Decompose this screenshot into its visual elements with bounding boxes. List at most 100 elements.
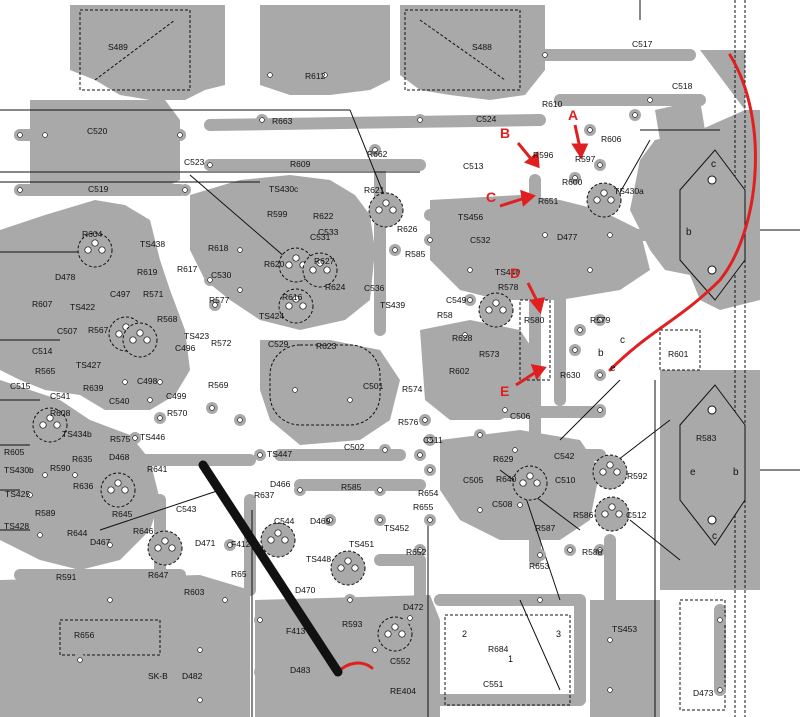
component-label: R622 bbox=[313, 211, 334, 221]
ts434b-body bbox=[679, 384, 746, 546]
power-transistors bbox=[679, 149, 746, 546]
component-label: R647 bbox=[148, 570, 169, 580]
component-label: R587 bbox=[535, 523, 556, 533]
s488-switch bbox=[419, 19, 506, 81]
component-label: R637 bbox=[254, 490, 275, 500]
trace bbox=[434, 594, 586, 706]
arrow-c bbox=[499, 196, 526, 208]
wire bbox=[629, 519, 681, 561]
solder-pad bbox=[168, 544, 176, 552]
component-label: R574 bbox=[402, 384, 423, 394]
component-label: TS424 bbox=[259, 311, 285, 321]
pad-hole bbox=[382, 447, 388, 453]
sk-pin-1: 1 bbox=[508, 654, 514, 664]
component-label: D472 bbox=[403, 602, 424, 612]
pad-hole bbox=[182, 187, 188, 193]
solder-pad bbox=[121, 486, 129, 494]
component-label: C517 bbox=[632, 39, 653, 49]
s489-switch bbox=[94, 19, 176, 81]
component-label: R579 bbox=[590, 315, 611, 325]
pad-hole bbox=[259, 117, 265, 123]
component-label: F413 bbox=[286, 626, 306, 636]
pad-hole bbox=[417, 547, 423, 553]
copper-area bbox=[400, 5, 545, 100]
component-label: R618 bbox=[208, 243, 229, 253]
pad-hole bbox=[422, 417, 428, 423]
arrow-d-head bbox=[529, 297, 546, 315]
copper-area bbox=[590, 600, 660, 717]
pad-hole bbox=[257, 452, 263, 458]
component-label: R568 bbox=[157, 314, 178, 324]
transistor-pad-ring bbox=[478, 292, 514, 328]
component-label: TS448 bbox=[306, 554, 332, 564]
component-label: TS446 bbox=[140, 432, 166, 442]
component-label: R58 bbox=[437, 310, 453, 320]
component-label: R589 bbox=[35, 508, 56, 518]
pad-hole bbox=[467, 267, 473, 273]
component-label: R645 bbox=[112, 509, 133, 519]
component-label: R662 bbox=[367, 149, 388, 159]
component-label: TS430c bbox=[269, 184, 299, 194]
transistor-pad-ring bbox=[100, 472, 136, 508]
component-label: C518 bbox=[672, 81, 693, 91]
wire bbox=[99, 489, 221, 531]
mount-hole bbox=[707, 265, 717, 275]
component-label: R619 bbox=[137, 267, 158, 277]
component-label: R602 bbox=[449, 366, 470, 376]
component-label: R580 bbox=[524, 315, 545, 325]
solder-pad bbox=[285, 302, 293, 310]
sk-pin-3: 3 bbox=[556, 629, 562, 639]
pad-hole bbox=[237, 247, 243, 253]
solder-pad bbox=[485, 306, 493, 314]
component-label: R601 bbox=[668, 349, 689, 359]
solder-pad bbox=[600, 189, 608, 197]
pad-hole bbox=[427, 517, 433, 523]
pin-label-c: c bbox=[712, 531, 717, 542]
component-label: TS427 bbox=[76, 360, 102, 370]
component-label: C501 bbox=[363, 381, 384, 391]
solder-pad bbox=[607, 196, 615, 204]
component-label: R651 bbox=[538, 196, 559, 206]
s488-outline bbox=[404, 9, 521, 91]
copper-area bbox=[260, 5, 390, 95]
solder-pad bbox=[136, 329, 144, 337]
component-label: TS425 bbox=[5, 489, 31, 499]
pad-hole bbox=[597, 317, 603, 323]
component-label: TS452 bbox=[384, 523, 410, 533]
component-label: R616 bbox=[282, 292, 303, 302]
component-label: C505 bbox=[463, 475, 484, 485]
component-label: R583 bbox=[696, 433, 717, 443]
pad-hole bbox=[222, 597, 228, 603]
pin-label-c: c bbox=[711, 159, 716, 170]
solder-pad bbox=[384, 630, 392, 638]
pad-hole bbox=[477, 432, 483, 438]
component-label: R653 bbox=[529, 561, 550, 571]
component-label: R620 bbox=[264, 259, 285, 269]
component-label: R575 bbox=[110, 434, 131, 444]
transistor-pad-ring bbox=[586, 182, 622, 218]
copper-area bbox=[30, 100, 180, 190]
solder-pad bbox=[292, 295, 300, 303]
component-label: TS451 bbox=[349, 539, 375, 549]
wire bbox=[189, 174, 301, 271]
solder-pad bbox=[316, 259, 324, 267]
pad-hole bbox=[27, 492, 33, 498]
pad-hole bbox=[647, 97, 653, 103]
solder-pad bbox=[129, 336, 137, 344]
solder-pad bbox=[299, 302, 307, 310]
component-label: C507 bbox=[57, 326, 78, 336]
component-label: C532 bbox=[470, 235, 491, 245]
component-label: TS440 bbox=[495, 267, 521, 277]
component-label: R596 bbox=[533, 150, 554, 160]
component-label: R630 bbox=[560, 370, 581, 380]
component-label: R578 bbox=[498, 282, 519, 292]
component-label: C552 bbox=[390, 656, 411, 666]
component-label: R644 bbox=[67, 528, 88, 538]
solder-pad bbox=[344, 557, 352, 565]
component-label: C510 bbox=[555, 475, 576, 485]
component-label: D468 bbox=[109, 452, 130, 462]
component-label: R576 bbox=[398, 417, 419, 427]
pad-hole bbox=[107, 597, 113, 603]
component-label: C549 bbox=[446, 295, 467, 305]
